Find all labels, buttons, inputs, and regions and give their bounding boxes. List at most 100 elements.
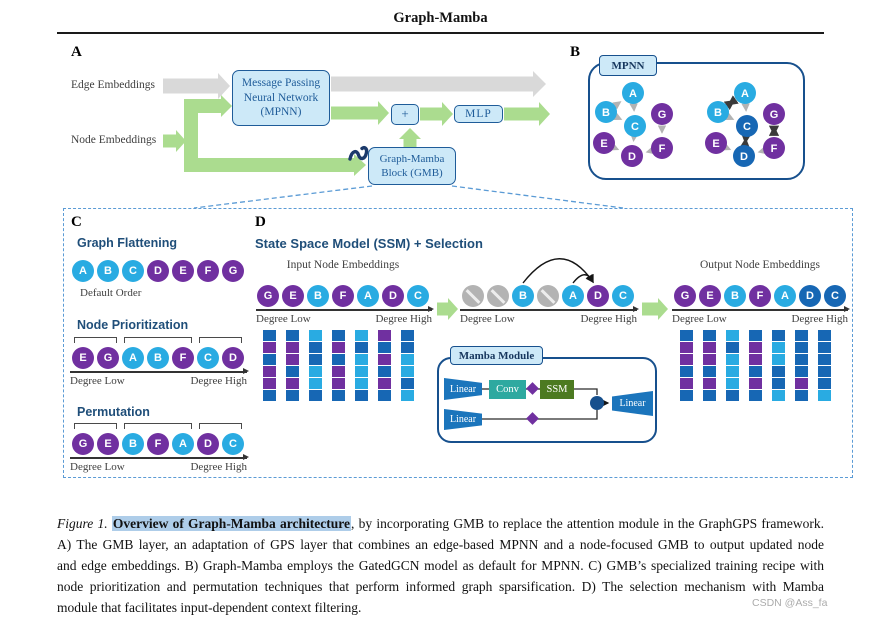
embedding-cell bbox=[749, 354, 762, 365]
panel-c-label: C bbox=[71, 214, 82, 230]
embedding-cell bbox=[703, 354, 716, 365]
embedding-cell bbox=[726, 390, 739, 401]
embedding-cell bbox=[378, 342, 391, 353]
gmb-zoom-dash-left bbox=[193, 185, 373, 209]
embedding-cell bbox=[726, 342, 739, 353]
embedding-cell bbox=[726, 366, 739, 377]
embedding-cell bbox=[680, 330, 693, 341]
mpnn-box-line1: Message Passing bbox=[241, 76, 321, 89]
node-A: A bbox=[72, 260, 94, 282]
gmb-to-plus-arrow bbox=[399, 128, 421, 147]
embedding-cell bbox=[286, 366, 299, 377]
embedding-cell bbox=[332, 342, 345, 353]
graph-node-label: G bbox=[658, 109, 667, 121]
embedding-cell bbox=[703, 366, 716, 377]
graph-edge-E-D bbox=[721, 142, 732, 151]
node-C: C bbox=[407, 285, 429, 307]
embedding-cell bbox=[818, 366, 831, 377]
mamba-linear-bottom: Linear bbox=[444, 409, 482, 430]
embedding-cell bbox=[309, 366, 322, 377]
embedding-cell bbox=[772, 330, 785, 341]
embedding-cell bbox=[355, 390, 368, 401]
node-E: E bbox=[72, 347, 94, 369]
embedding-column bbox=[355, 330, 368, 401]
graph-node-label: E bbox=[712, 138, 719, 150]
embedding-cell bbox=[749, 330, 762, 341]
prioritization-group-brackets bbox=[72, 337, 244, 345]
node-F: F bbox=[172, 347, 194, 369]
embedding-cell bbox=[309, 342, 322, 353]
node-B: B bbox=[307, 285, 329, 307]
graph-node-B bbox=[595, 101, 617, 123]
embedding-cell bbox=[401, 354, 414, 365]
node-G: G bbox=[72, 433, 94, 455]
panel-b-label: B bbox=[570, 44, 581, 60]
node-E: E bbox=[172, 260, 194, 282]
node-D: D bbox=[587, 285, 609, 307]
node-G: G bbox=[97, 347, 119, 369]
embedding-column bbox=[772, 330, 785, 401]
node-C: C bbox=[612, 285, 634, 307]
embedding-cell bbox=[401, 366, 414, 377]
node-G: G bbox=[674, 285, 696, 307]
node-A: A bbox=[774, 285, 796, 307]
embedding-column bbox=[680, 330, 693, 401]
embedding-cell bbox=[703, 378, 716, 389]
permutation-degree-axis: Degree Low Degree High bbox=[70, 454, 249, 473]
selection-arc-A-to-D bbox=[572, 273, 594, 284]
graph-node-E bbox=[593, 132, 615, 154]
node-E: E bbox=[282, 285, 304, 307]
degree-high-label: Degree High bbox=[791, 312, 848, 325]
node-F: F bbox=[332, 285, 354, 307]
embedding-cell bbox=[263, 366, 276, 377]
degree-axis-line bbox=[460, 306, 639, 312]
graph-node-label: F bbox=[771, 143, 778, 155]
csdn-watermark: CSDN @Ass_fa bbox=[752, 597, 828, 609]
plus-box: + bbox=[391, 104, 419, 125]
embedding-cell bbox=[795, 342, 808, 353]
node-B: B bbox=[122, 433, 144, 455]
embedding-cell bbox=[263, 378, 276, 389]
degree-low-label: Degree Low bbox=[256, 312, 311, 325]
edge-embeddings-output-arrow bbox=[331, 71, 546, 97]
gmb-zoom-dash-right bbox=[451, 185, 624, 209]
embedding-cell bbox=[772, 342, 785, 353]
embedding-cell bbox=[680, 366, 693, 377]
embedding-column bbox=[378, 330, 391, 401]
node-F: F bbox=[197, 260, 219, 282]
node-C: C bbox=[122, 260, 144, 282]
embedding-cell bbox=[680, 342, 693, 353]
green-trunk bbox=[184, 99, 198, 172]
embedding-cell bbox=[378, 366, 391, 377]
node-embeddings-label: Node Embeddings bbox=[71, 134, 157, 146]
embedding-cell bbox=[749, 366, 762, 377]
embedding-cell bbox=[378, 330, 391, 341]
embedding-cell bbox=[726, 330, 739, 341]
embedding-cell bbox=[286, 342, 299, 353]
caption-line-3: and edge embeddings. B) Graph-Mamba empl… bbox=[57, 558, 824, 573]
masked-node-icon bbox=[537, 285, 559, 307]
graph-node-C bbox=[736, 115, 758, 137]
mamba-module-tab: Mamba Module bbox=[450, 346, 543, 365]
caption-line-1-rest: , by incorporating GMB to replace the at… bbox=[351, 516, 824, 531]
embedding-cell bbox=[332, 390, 345, 401]
embedding-cell bbox=[749, 342, 762, 353]
embedding-cell bbox=[749, 378, 762, 389]
mpnn-box: Message Passing Neural Network (MPNN) bbox=[232, 70, 330, 126]
selection-arc-B-to-D bbox=[522, 258, 594, 284]
degree-high-label: Degree High bbox=[580, 312, 637, 325]
mpnn-output-arrow bbox=[331, 101, 389, 125]
group-bracket bbox=[74, 337, 117, 343]
embedding-cell bbox=[355, 342, 368, 353]
selection-arcs bbox=[522, 258, 594, 284]
group-bracket bbox=[199, 423, 242, 429]
embedding-cell bbox=[749, 390, 762, 401]
mpnn-tab: MPNN bbox=[599, 55, 657, 76]
